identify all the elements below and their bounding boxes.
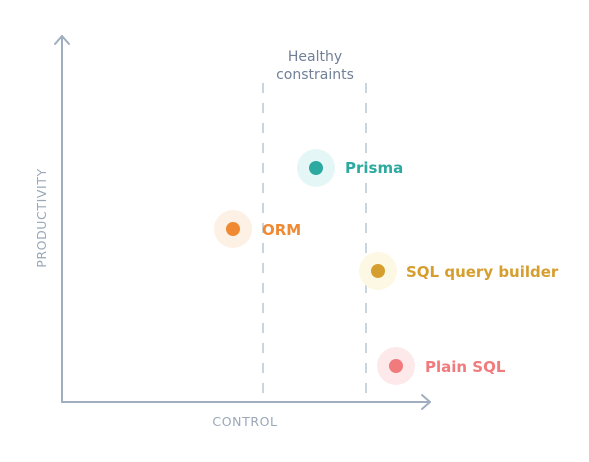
point-prisma-label: Prisma — [345, 159, 403, 177]
point-plain-sql-label: Plain SQL — [425, 358, 506, 376]
point-prisma: Prisma — [297, 149, 403, 187]
zone-label-line2: constraints — [276, 67, 354, 83]
x-axis — [61, 394, 431, 410]
point-sql-query-builder: SQL query builder — [359, 252, 559, 290]
point-orm-dot — [226, 222, 240, 236]
x-axis-arrow-icon — [421, 394, 431, 410]
point-orm-label: ORM — [262, 221, 301, 239]
y-axis-arrow-icon — [54, 35, 70, 45]
x-axis-label: CONTROL — [212, 414, 277, 429]
point-sql-query-builder-label: SQL query builder — [406, 263, 559, 281]
point-sql-query-builder-dot — [371, 264, 385, 278]
point-plain-sql: Plain SQL — [377, 347, 506, 385]
y-axis — [54, 35, 70, 403]
zone-label-line1: Healthy — [288, 49, 342, 65]
point-plain-sql-dot — [389, 359, 403, 373]
point-prisma-dot — [309, 161, 323, 175]
point-orm: ORM — [214, 210, 301, 248]
y-axis-label: PRODUCTIVITY — [34, 168, 49, 268]
